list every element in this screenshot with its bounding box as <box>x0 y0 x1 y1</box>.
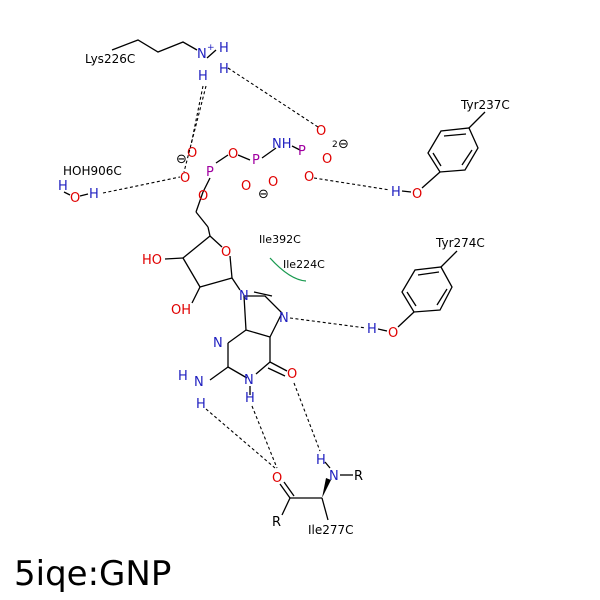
ribose-oh-2: HO <box>142 253 162 268</box>
guanine-nh2-h2: H <box>196 397 206 412</box>
p3-o-top: O <box>316 124 326 139</box>
p1-minus: ⊖ <box>176 152 187 167</box>
guanine-nh2-h1: H <box>178 369 188 384</box>
ribose-o: O <box>221 245 231 260</box>
guanine-n1-h: H <box>245 391 255 406</box>
ile392-label: Ile392C <box>259 233 301 246</box>
ile277-n: N <box>329 469 339 484</box>
tyr274-oh-bond <box>377 328 388 332</box>
triphosphate-bonds <box>195 145 301 228</box>
p-gamma: P <box>298 144 306 159</box>
tyr237-ring <box>421 111 486 189</box>
tyr274-ring <box>397 250 458 328</box>
ribose-bonds <box>164 226 241 304</box>
tyr237-h: H <box>391 185 401 200</box>
p1-p2-o: O <box>228 147 238 162</box>
hoh-o: O <box>70 191 80 206</box>
p3-o-bottom: O <box>304 170 314 185</box>
lys226-label: Lys226C <box>85 52 135 66</box>
guanine-n7: N <box>279 311 289 326</box>
ile277-label: Ile277C <box>308 523 354 537</box>
lys-nitrogen: N <box>197 47 207 62</box>
tyr274-o: O <box>388 326 398 341</box>
ile224-label: Ile224C <box>283 258 325 271</box>
guanine-n1: N <box>244 373 254 388</box>
ile277-backbone <box>279 461 353 521</box>
guanine-nh2-n: N <box>194 375 204 390</box>
ile277-h: H <box>316 453 326 468</box>
hoh906-label: HOH906C <box>63 164 122 178</box>
tyr237-oh-bond <box>401 190 412 193</box>
hydrophobic-arc <box>269 257 307 282</box>
guanine-bonds <box>209 291 288 395</box>
ile277-o: O <box>272 471 282 486</box>
hoh-bond-left <box>63 191 71 196</box>
p1-o-left: O <box>180 171 190 186</box>
lys-plus-charge: + <box>207 43 215 53</box>
lys-h-diag: H <box>219 62 229 77</box>
lys226-sidechain <box>111 39 198 53</box>
lys-nh-bond <box>206 49 217 59</box>
hoh-bond-right <box>79 193 89 197</box>
tyr274-label: Tyr274C <box>435 236 485 250</box>
ile277-r-right: R <box>354 469 363 484</box>
p2-o-right: O <box>268 175 278 190</box>
hydrogen-bonds <box>102 67 391 469</box>
p3-minus: ⊖ <box>338 137 349 152</box>
p3-o-right: O <box>322 152 332 167</box>
p1-o-top: O <box>187 146 197 161</box>
p2-minus: ⊖ <box>258 187 269 202</box>
ribose-oh-3: OH <box>171 303 191 318</box>
tyr237-label: Tyr237C <box>460 98 510 112</box>
lys-h-down: H <box>198 69 208 84</box>
p2-o-left: O <box>241 179 251 194</box>
hoh-h-right: H <box>89 187 99 202</box>
ile277-r-left: R <box>272 515 281 530</box>
p-beta: P <box>252 153 260 168</box>
tyr237-o: O <box>412 187 422 202</box>
lys-h-right: H <box>219 41 229 56</box>
guanine-o6: O <box>287 367 297 382</box>
guanine-n3: N <box>213 336 223 351</box>
p-alpha: P <box>206 165 214 180</box>
p3-charge-value: 2 <box>332 140 338 150</box>
hoh-h-left: H <box>58 179 68 194</box>
imido-nh: NH <box>272 137 292 152</box>
diagram-title: 5iqe:GNP <box>14 554 171 594</box>
guanine-n9: N <box>239 289 249 304</box>
tyr274-h: H <box>367 322 377 337</box>
p1-o-bridge: O <box>198 189 208 204</box>
